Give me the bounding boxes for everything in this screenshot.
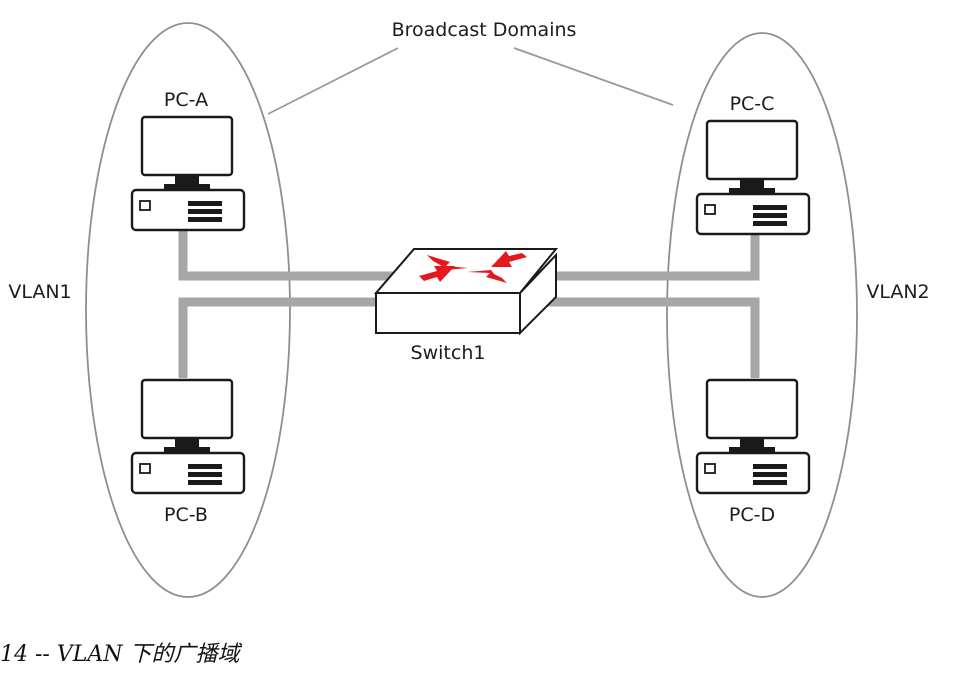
broadcast-domain-vlan2 [666, 32, 858, 598]
link-pc-a-switch [178, 230, 412, 281]
pc-a-label: PC-A [164, 89, 208, 111]
figure-caption: 14 -- VLAN 下的广播域 [0, 638, 962, 672]
link-pc-b-switch [178, 297, 378, 378]
callout-line-right [513, 47, 674, 106]
pc-a-icon [130, 115, 246, 232]
callout-line-left [267, 47, 399, 115]
pc-b-label: PC-B [164, 504, 208, 526]
broadcast-domain-vlan1 [85, 22, 291, 598]
pc-b-icon [130, 378, 246, 495]
switch-label: Switch1 [411, 342, 486, 364]
title-broadcast-domains: Broadcast Domains [392, 19, 577, 41]
link-pc-c-switch [532, 235, 760, 281]
vlan2-label: VLAN2 [866, 281, 929, 303]
pc-d-icon [695, 378, 811, 495]
pc-c-icon [695, 119, 811, 236]
pc-d-label: PC-D [729, 504, 775, 526]
link-pc-d-switch [532, 297, 760, 378]
pc-c-label: PC-C [730, 93, 775, 115]
vlan1-label: VLAN1 [8, 281, 71, 303]
switch-icon [373, 248, 559, 336]
